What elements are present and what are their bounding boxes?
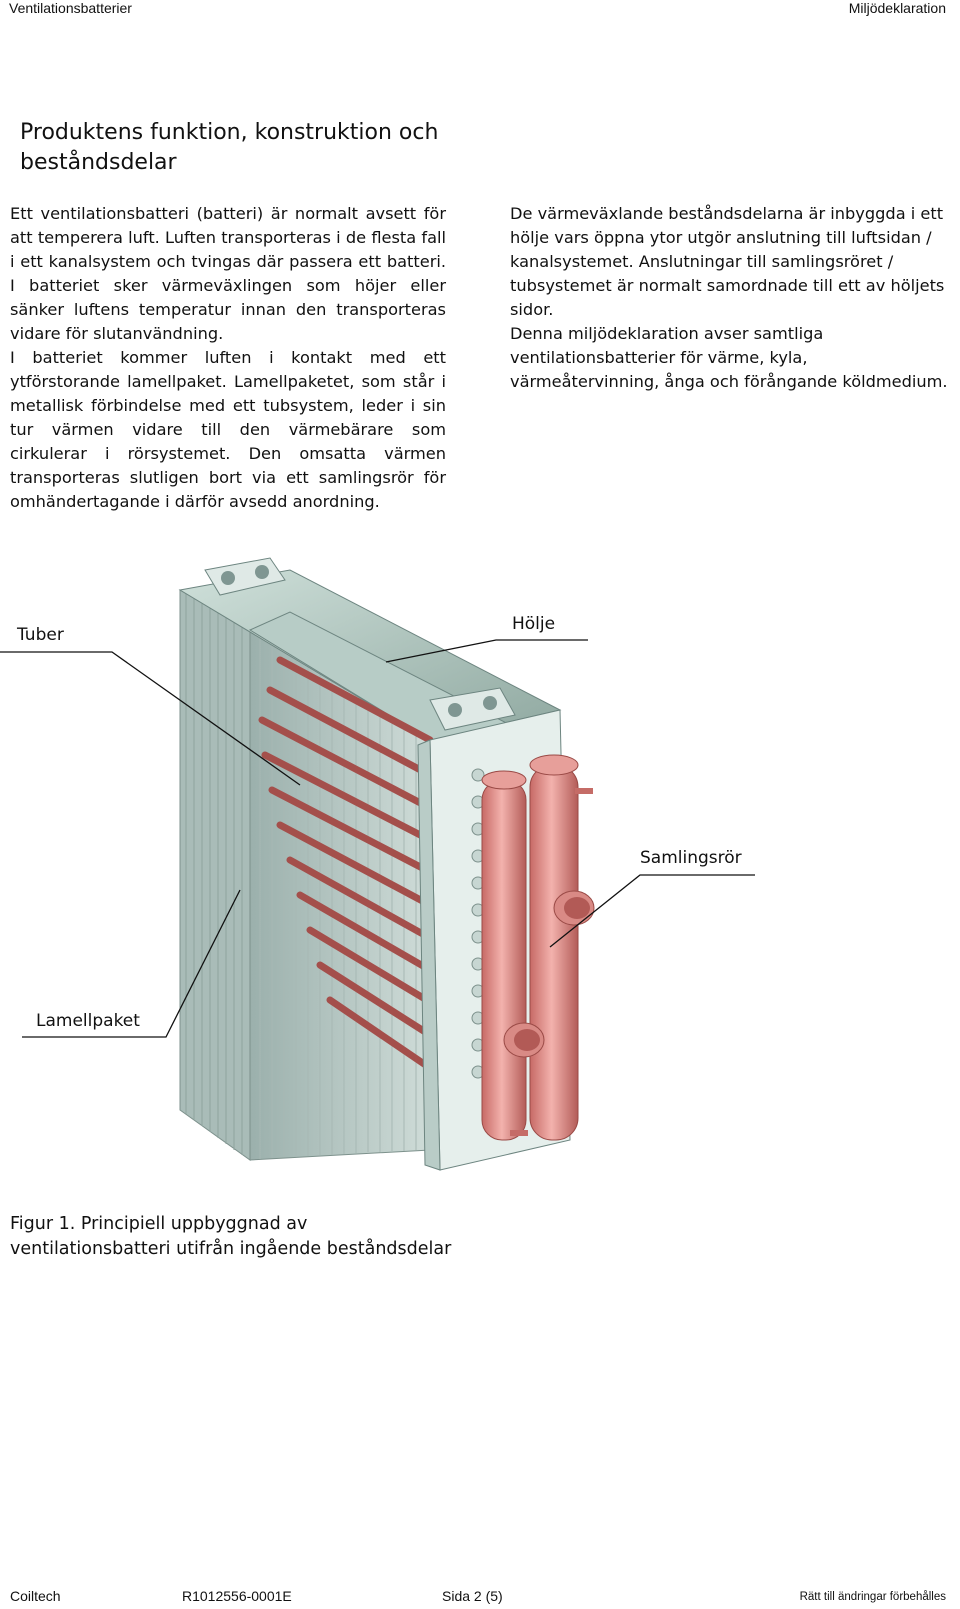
coil-illustration: Tuber Hölje Samlingsrör Lamellpaket: [0, 540, 960, 1180]
label-lamellpaket: Lamellpaket: [36, 1011, 140, 1031]
figure-caption: Figur 1. Principiell uppbyggnad av venti…: [10, 1214, 452, 1259]
coil-drawing: [0, 557, 755, 1171]
footer-doc-number: R1012556-0001E: [182, 1588, 292, 1604]
label-holje: Hölje: [512, 614, 556, 634]
footer-company: Coiltech: [10, 1588, 61, 1604]
footer-page: Sida 2 (5): [442, 1588, 503, 1604]
right-column: De värmeväxlande beståndsdelarna är inby…: [510, 202, 955, 394]
paragraph: Denna miljödeklaration avser samtliga ve…: [510, 324, 948, 391]
label-tuber: Tuber: [17, 625, 64, 645]
paragraph: I batteriet kommer luften i kontakt med …: [10, 348, 446, 511]
header-left: Ventilationsbatterier: [9, 0, 132, 16]
left-column: Ett ventilationsbatteri (batteri) är nor…: [10, 202, 446, 514]
page-title: Produktens funktion, konstruktion och be…: [20, 120, 439, 175]
header-right: Miljödeklaration: [848, 0, 946, 16]
paragraph: Ett ventilationsbatteri (batteri) är nor…: [10, 204, 446, 343]
paragraph: De värmeväxlande beståndsdelarna är inby…: [510, 204, 945, 319]
label-samlingsror: Samlingsrör: [640, 848, 742, 868]
footer-note: Rätt till ändringar förbehålles: [799, 1591, 946, 1603]
